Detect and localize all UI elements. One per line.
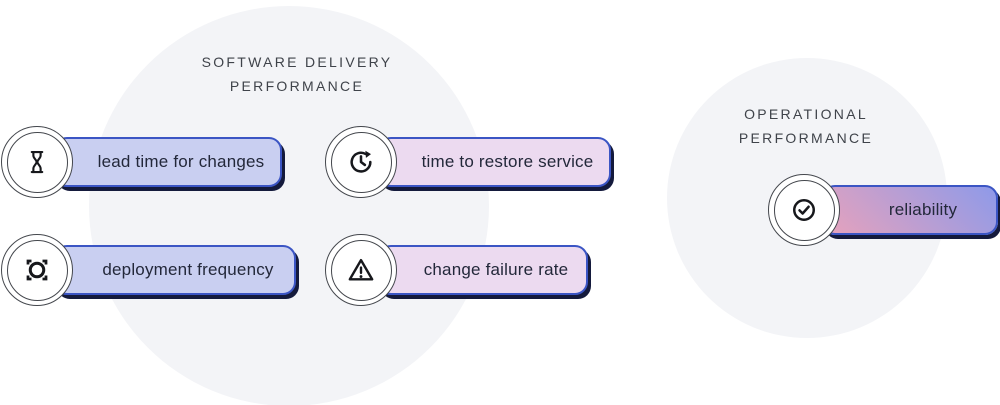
metric-label: time to restore service <box>421 152 594 171</box>
software-delivery-title: SOFTWARE DELIVERY PERFORMANCE <box>201 54 393 94</box>
metric-label: change failure rate <box>423 260 569 279</box>
metric-icon-badge <box>325 126 397 198</box>
metric-icon-badge <box>1 126 73 198</box>
software-delivery-circle <box>89 6 489 405</box>
metric-pill-change-failure-rate: change failure rate <box>378 245 588 295</box>
metric-pill-lead-time: lead time for changes <box>54 137 282 187</box>
metric-pill-reliability: reliability <box>822 185 998 235</box>
check-circle-icon <box>773 179 835 241</box>
restore-clock-icon <box>330 131 392 193</box>
metric-icon-badge <box>1 234 73 306</box>
metric-label: lead time for changes <box>97 152 265 171</box>
metric-icon-badge <box>325 234 397 306</box>
operational-title: OPERATIONAL PERFORMANCE <box>738 106 874 146</box>
hourglass-icon <box>6 131 68 193</box>
metric-label: reliability <box>888 200 958 219</box>
metric-pill-time-to-restore: time to restore service <box>378 137 611 187</box>
metric-label: deployment frequency <box>102 260 274 279</box>
deployment-target-icon <box>6 239 68 301</box>
metric-icon-badge <box>768 174 840 246</box>
metric-pill-deployment-frequency: deployment frequency <box>54 245 296 295</box>
warning-triangle-icon <box>330 239 392 301</box>
